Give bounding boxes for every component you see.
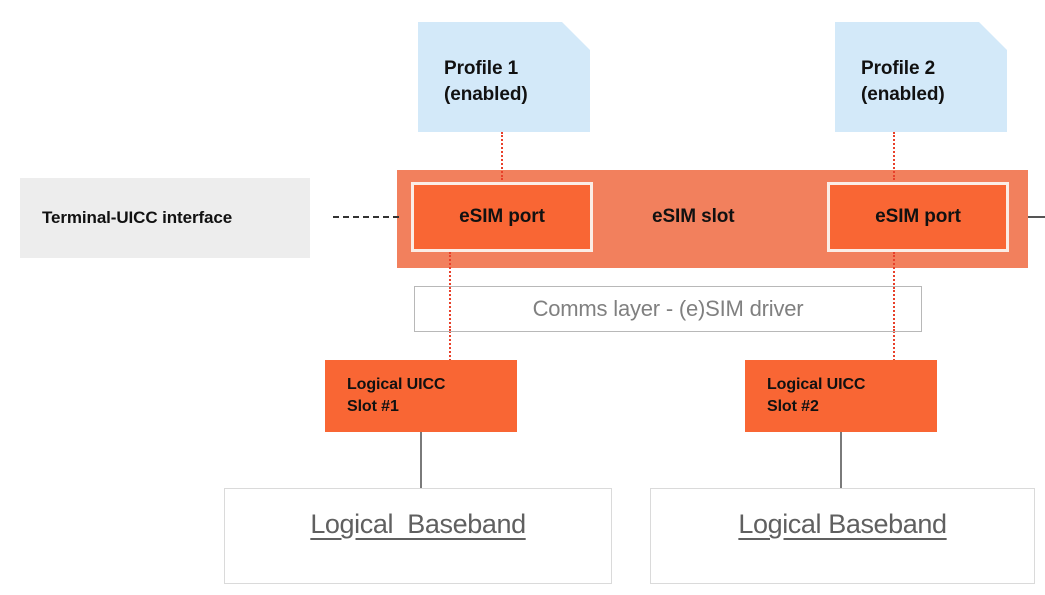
logical-baseband-1-label: Logical Baseband	[310, 509, 526, 539]
profile-1-line2: (enabled)	[444, 83, 528, 105]
logical-uicc-slot-1-line2: Slot #1	[347, 398, 399, 416]
connector-uicc2-to-baseband2	[840, 432, 842, 490]
esim-port-1-label: eSIM port	[459, 206, 545, 227]
profile-2-box[interactable]: Profile 2 (enabled)	[835, 22, 1007, 132]
esim-port-2[interactable]: eSIM port	[827, 182, 1009, 252]
comms-layer-box[interactable]: Comms layer - (e)SIM driver	[414, 286, 922, 332]
logical-uicc-slot-2-box[interactable]: Logical UICC Slot #2	[745, 360, 937, 432]
logical-baseband-2-box[interactable]: Logical Baseband	[650, 488, 1035, 584]
comms-layer-label: Comms layer - (e)SIM driver	[532, 296, 804, 321]
profile-2-line1: Profile 2	[861, 58, 936, 79]
profile-1-notch-icon	[562, 22, 590, 50]
connector-uicc1-to-baseband1	[420, 432, 422, 490]
slot-right-stub	[1028, 216, 1045, 218]
logical-uicc-slot-1-box[interactable]: Logical UICC Slot #1	[325, 360, 517, 432]
logical-baseband-1-box[interactable]: Logical Baseband	[224, 488, 612, 584]
terminal-uicc-interface-label: Terminal-UICC interface	[42, 208, 233, 227]
logical-uicc-slot-2-line2: Slot #2	[767, 398, 819, 416]
profile-1-box[interactable]: Profile 1 (enabled)	[418, 22, 590, 132]
esim-port-2-label: eSIM port	[875, 206, 961, 227]
esim-slot-label: eSIM slot	[652, 206, 735, 227]
connector-profile1-to-port1	[501, 132, 505, 180]
connector-port2-over-comms	[893, 287, 897, 331]
connector-port1-over-comms	[449, 287, 453, 331]
logical-baseband-2-label: Logical Baseband	[738, 509, 947, 539]
profile-2-notch-icon	[979, 22, 1007, 50]
profile-2-line2: (enabled)	[861, 83, 945, 105]
esim-port-1[interactable]: eSIM port	[411, 182, 593, 252]
logical-uicc-slot-2-line1: Logical UICC	[767, 376, 866, 393]
logical-uicc-slot-1-line1: Logical UICC	[347, 376, 446, 393]
terminal-uicc-interface-box[interactable]: Terminal-UICC interface	[20, 178, 310, 258]
connector-profile2-to-port2	[893, 132, 897, 180]
connector-terminal-to-slot	[333, 216, 399, 218]
profile-1-line1: Profile 1	[444, 58, 519, 79]
